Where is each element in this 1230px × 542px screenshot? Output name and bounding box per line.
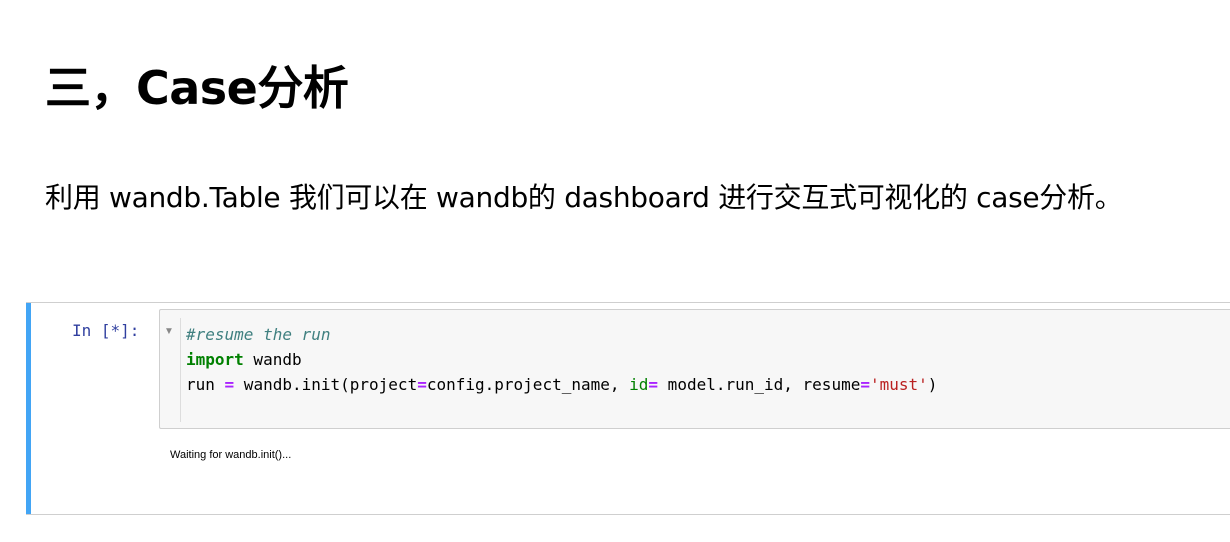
description-paragraph: 利用 wandb.Table 我们可以在 wandb的 dashboard 进行… <box>45 181 1123 214</box>
code-string: 'must' <box>869 375 928 394</box>
input-prompt: In [*]: <box>72 321 140 340</box>
code-var: run <box>186 375 225 394</box>
code-keyword-import: import <box>186 350 244 369</box>
cell-selection-bar <box>26 303 31 514</box>
section-heading: 三，Case分析 <box>45 61 349 115</box>
code-op: = <box>224 375 235 394</box>
code-op: = <box>417 375 427 394</box>
triangle-down-icon[interactable]: ▼ <box>164 326 174 337</box>
code-arg: config.project_name, <box>426 375 630 394</box>
code-line-3: run = wandb.init(project=config.project_… <box>186 375 937 394</box>
code-editor[interactable]: ▼ #resume the run import wandb run = wan… <box>159 309 1230 429</box>
code-arg: model.run_id, resume <box>658 375 861 394</box>
editor-gutter <box>180 318 181 422</box>
code-paren: ) <box>927 375 938 394</box>
notebook-code-cell[interactable]: In [*]: ▼ #resume the run import wandb r… <box>26 302 1230 515</box>
code-kwarg: id <box>629 375 649 394</box>
code-line-1: #resume the run <box>186 325 331 344</box>
code-line-2: import wandb <box>186 350 302 369</box>
code-comment: #resume the run <box>186 325 331 344</box>
code-op: = <box>648 375 659 394</box>
code-call: wandb.init(project <box>234 375 418 394</box>
code-module: wandb <box>243 350 302 369</box>
code-content[interactable]: #resume the run import wandb run = wandb… <box>186 322 937 397</box>
code-op: = <box>860 375 870 394</box>
cell-output: Waiting for wandb.init()... <box>170 449 292 461</box>
